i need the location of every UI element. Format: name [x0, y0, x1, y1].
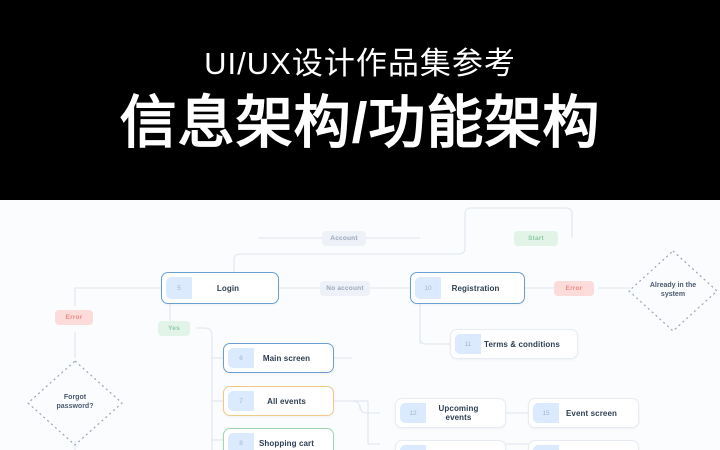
- decision-forgot-line1: Forgot: [63, 394, 87, 402]
- decision-existing-line2: system: [660, 291, 686, 298]
- node-terms-number: 11: [455, 334, 481, 354]
- banner-title: 信息架构/功能架构: [119, 91, 601, 155]
- decision-forgot-password-text: Forgot password?: [25, 358, 125, 448]
- node-shopping-cart[interactable]: 8 Shopping cart: [223, 428, 334, 450]
- chip-no-account[interactable]: No account: [320, 281, 370, 296]
- chip-start[interactable]: Start: [514, 231, 558, 246]
- decision-already-in-system[interactable]: Already in the system: [626, 248, 720, 334]
- node-partial-bottom-left-number: [400, 445, 426, 450]
- node-upcoming-events-label: Upcoming events: [438, 404, 479, 422]
- node-login[interactable]: 5 Login: [161, 272, 279, 304]
- node-registration-label: Registration: [451, 283, 500, 293]
- node-event-screen-label: Event screen: [565, 408, 617, 418]
- decision-existing-line1: Already in the: [649, 282, 697, 290]
- node-all-events-number: 7: [228, 391, 254, 411]
- node-main-screen[interactable]: 6 Main screen: [223, 343, 334, 373]
- node-login-number: 5: [166, 277, 192, 299]
- node-registration-number: 10: [415, 277, 441, 299]
- node-event-screen[interactable]: 15 Event screen: [528, 398, 639, 428]
- chip-yes[interactable]: Yes: [158, 321, 190, 336]
- node-login-label: Login: [216, 283, 240, 293]
- chip-account[interactable]: Account: [322, 231, 366, 246]
- node-all-events-label: All events: [267, 396, 306, 406]
- node-terms-conditions[interactable]: 11 Terms & conditions: [450, 329, 578, 359]
- flowchart-canvas[interactable]: Start Account No account Error Error Yes…: [0, 200, 720, 450]
- node-shopping-cart-label: Shopping cart: [258, 438, 315, 448]
- node-upcoming-events[interactable]: 12 Upcoming events: [395, 398, 506, 428]
- node-partial-bottom-right-number: [533, 445, 559, 450]
- connector-lines: [74, 207, 630, 450]
- banner-subtitle: UI/UX设计作品集参考: [204, 46, 516, 81]
- node-all-events[interactable]: 7 All events: [223, 386, 334, 416]
- chip-error-right[interactable]: Error: [554, 281, 594, 296]
- decision-forgot-line2: password?: [56, 403, 94, 410]
- node-upcoming-events-number: 12: [400, 403, 426, 423]
- decision-forgot-password[interactable]: Forgot password?: [25, 358, 125, 448]
- node-main-screen-number: 6: [228, 348, 254, 368]
- decision-already-in-system-text: Already in the system: [626, 248, 720, 334]
- node-partial-bottom-left[interactable]: [395, 440, 506, 450]
- node-shopping-cart-number: 8: [228, 433, 254, 450]
- node-event-screen-number: 15: [533, 403, 559, 423]
- node-terms-label: Terms & conditions: [484, 339, 560, 349]
- node-registration[interactable]: 10 Registration: [410, 272, 525, 304]
- node-partial-bottom-right[interactable]: [528, 440, 639, 450]
- chip-error-left[interactable]: Error: [55, 310, 93, 325]
- header-banner: UI/UX设计作品集参考 信息架构/功能架构: [0, 0, 720, 200]
- node-main-screen-label: Main screen: [262, 353, 311, 363]
